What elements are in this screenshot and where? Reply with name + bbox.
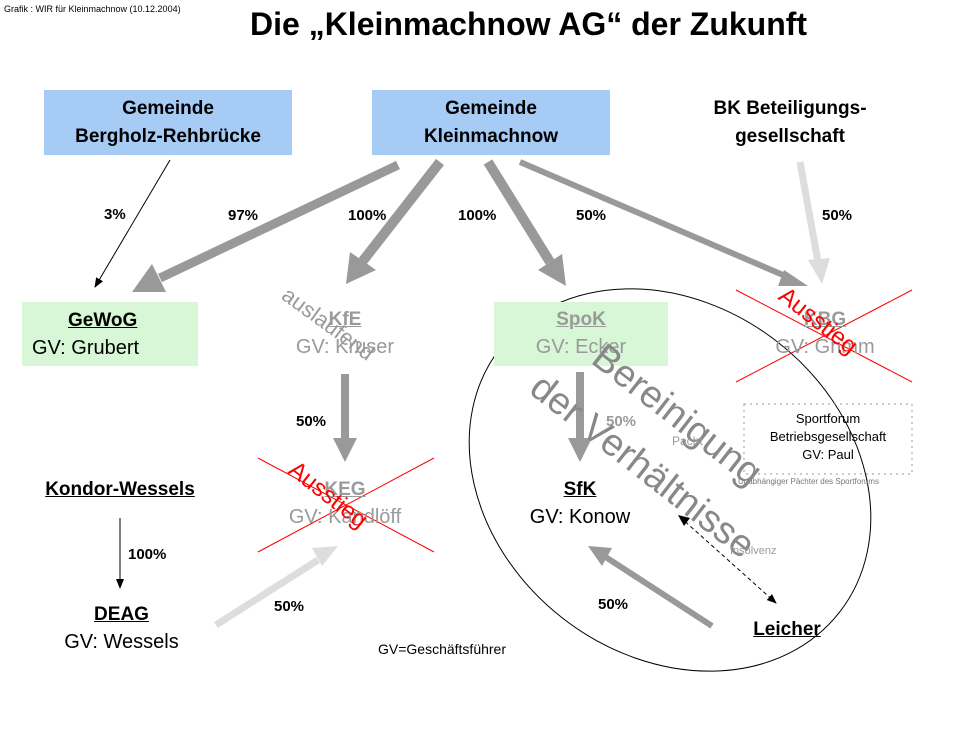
owner-bk-line2: gesellschaft <box>735 126 845 147</box>
owner-kleinmachnow: Gemeinde Kleinmachnow <box>372 90 610 155</box>
arrow-deag-keg <box>214 546 338 628</box>
owner-bk: BK Beteiligungs- gesellschaft <box>680 92 900 152</box>
entity-kfe-gv: GV: Kruser <box>295 336 395 358</box>
owner-kleinmachnow-line2: Kleinmachnow <box>423 126 559 147</box>
entity-sfk-gv: GV: Konow <box>529 506 631 528</box>
entity-kbg-name: KBG <box>803 309 847 330</box>
annotation-insolvenz: Insolvenz <box>730 545 777 557</box>
arrow-insolvenz-head <box>678 515 690 526</box>
arrow-bergholz-gewog <box>94 159 171 288</box>
entity-spok-name: SpoK <box>556 309 606 330</box>
arrow-km-kfe <box>346 158 444 284</box>
pct-km-spok: 100% <box>458 207 497 224</box>
arrow-km-kbg <box>518 159 808 286</box>
pct-spok-sfk: 50% <box>606 413 637 430</box>
pct-km-kfe: 100% <box>348 207 387 224</box>
owner-kleinmachnow-line1: Gemeinde <box>445 98 537 119</box>
entity-kbg: KBG GV: Grimm <box>750 306 900 366</box>
sportforum-box: Sportforum Betriebsgesellschaft GV: Paul <box>746 410 910 470</box>
entity-kfe-name: KfE <box>328 309 362 330</box>
pct-kfe-keg: 50% <box>296 413 327 430</box>
annotation-pacht: Pacht <box>672 434 703 448</box>
entity-keg-name: KEG <box>324 479 366 500</box>
arrow-bk-kbg <box>796 161 830 284</box>
owner-bergholz-line2: Bergholz-Rehbrücke <box>75 126 261 147</box>
entity-spok: SpoK GV: Ecker <box>494 302 668 366</box>
sportforum-line2: Betriebsgesellschaft <box>769 429 887 444</box>
credit-text: Grafik : WIR für Kleinmachnow (10.12.200… <box>4 4 181 14</box>
sportforum-frame <box>743 403 913 475</box>
entity-gewog-gv: GV: Grubert <box>32 337 140 359</box>
entity-kondor: Kondor-Wessels <box>20 476 220 508</box>
sportforum-caption: Unabhängiger Pächter des Sportforums <box>738 477 879 486</box>
entity-keg: KEG GV: Kandlöff <box>270 476 420 536</box>
arrow-leicher-sfk <box>588 546 714 629</box>
pct-kondor-deag: 100% <box>128 546 167 563</box>
entity-deag-gv: GV: Wessels <box>64 631 179 653</box>
entity-deag: DEAG GV: Wessels <box>44 601 199 661</box>
arrow-km-spok <box>483 159 566 286</box>
sportforum-line3: GV: Paul <box>802 447 854 462</box>
ausstieg-cross-kbg <box>735 289 913 383</box>
entity-kbg-gv: GV: Grimm <box>775 336 875 358</box>
entity-leicher-name: Leicher <box>753 619 821 640</box>
entity-kfe: KfE GV: Kruser <box>270 306 420 366</box>
pct-bergholz-gewog: 3% <box>104 206 126 223</box>
pct-bk-kbg: 50% <box>822 207 853 224</box>
pct-leicher-sfk: 50% <box>598 596 629 613</box>
entity-deag-name: DEAG <box>94 604 149 625</box>
owner-bk-line1: BK Beteiligungs- <box>713 98 867 119</box>
owner-bergholz: Gemeinde Bergholz-Rehbrücke <box>44 90 292 155</box>
entity-kondor-name: Kondor-Wessels <box>45 479 195 500</box>
page-title: Die „Kleinmachnow AG“ der Zukunft <box>250 6 808 42</box>
arrow-spok-sfk <box>568 372 592 462</box>
entity-leicher: Leicher <box>722 616 852 646</box>
entity-gewog-name: GeWoG <box>68 310 138 331</box>
entity-sfk-name: SfK <box>563 479 597 500</box>
arrow-km-gewog <box>132 160 400 292</box>
entity-gewog: GeWoG GV: Grubert <box>22 302 198 366</box>
ausstieg-cross-keg <box>257 457 435 553</box>
entity-keg-gv: GV: Kandlöff <box>288 506 402 528</box>
entity-spok-gv: GV: Ecker <box>535 336 627 358</box>
entity-sfk: SfK GV: Konow <box>505 476 655 536</box>
sportforum-line1: Sportforum <box>795 411 861 426</box>
pct-deag-keg: 50% <box>274 598 305 615</box>
legend-gv: GV=Geschäftsführer <box>378 641 507 657</box>
arrow-insolvenz <box>679 516 777 604</box>
pct-km-kbg: 50% <box>576 207 607 224</box>
arrow-kfe-keg <box>333 374 357 462</box>
owner-bergholz-line1: Gemeinde <box>122 98 214 119</box>
pct-km-gewog: 97% <box>228 207 259 224</box>
